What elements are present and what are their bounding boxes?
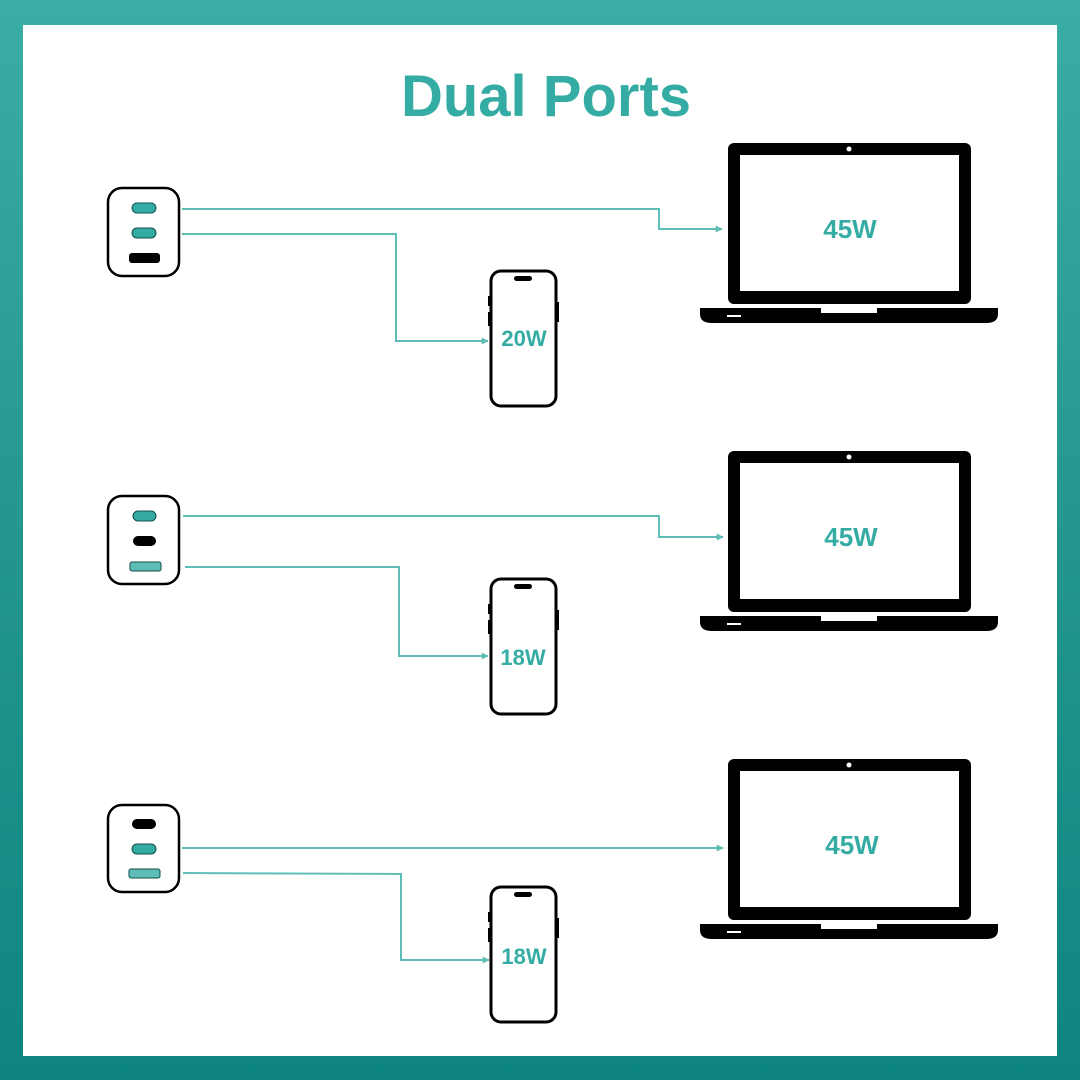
port-usb-c-1 [131, 202, 157, 214]
port-usb-c-1 [132, 510, 157, 522]
cable-to-laptop [183, 515, 724, 541]
port-usb-c-2 [131, 843, 157, 855]
phone-icon [488, 577, 559, 716]
laptop-icon [700, 759, 998, 939]
cable-to-phone [185, 566, 489, 660]
phone-power-label: 18W [500, 645, 545, 670]
scenario-1: 45W 20W [106, 143, 998, 408]
port-usb-a [128, 868, 161, 879]
port-usb-c-2 [131, 227, 157, 239]
laptop-power-label: 45W [824, 522, 878, 552]
laptop-icon [700, 451, 998, 631]
page-title: Dual Ports [400, 64, 692, 129]
scenario-3: 45W 18W [106, 759, 998, 1024]
scenario-2: 45W 18W [106, 451, 998, 716]
charger-icon [106, 186, 181, 278]
phone-icon [488, 885, 559, 1024]
phone-icon [488, 269, 559, 408]
phone-power-label: 20W [501, 326, 546, 351]
charger-icon [106, 803, 181, 894]
port-usb-c-1 [132, 819, 156, 829]
phone-power-label: 18W [501, 944, 546, 969]
cable-to-phone [182, 872, 490, 964]
cable-to-phone [182, 233, 489, 345]
laptop-power-label: 45W [825, 830, 879, 860]
charger-icon [106, 494, 181, 586]
port-usb-c-2 [133, 536, 156, 546]
port-usb-a [129, 561, 162, 572]
cable-to-laptop [182, 208, 723, 233]
laptop-icon [700, 143, 998, 323]
laptop-power-label: 45W [823, 214, 877, 244]
port-usb-a [129, 253, 160, 263]
